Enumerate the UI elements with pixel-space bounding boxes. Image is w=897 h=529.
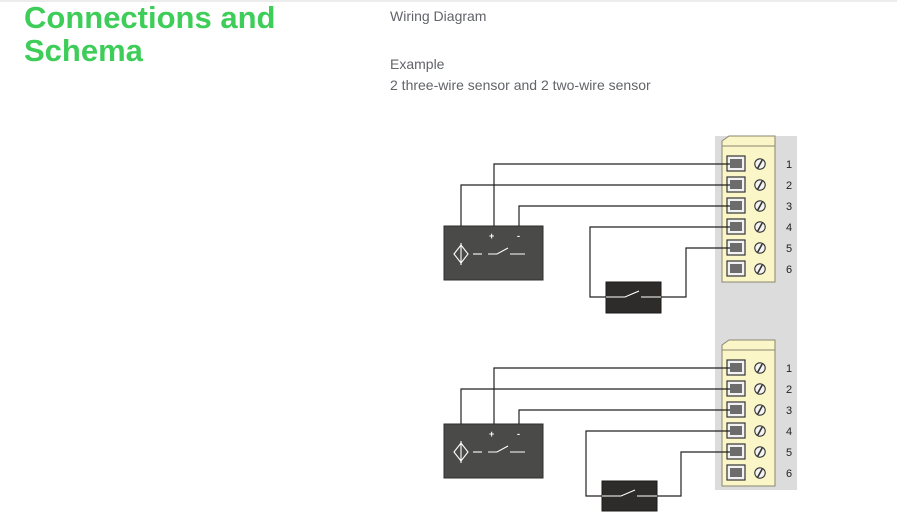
terminal-number: 6	[786, 468, 792, 480]
section-subtitle: Wiring Diagram	[390, 8, 487, 24]
example-label: Example	[390, 56, 445, 72]
negative-terminal-label: -	[517, 231, 520, 241]
terminal-number: 2	[786, 180, 792, 192]
switch-icon	[606, 290, 661, 298]
top-divider	[0, 0, 897, 2]
terminal-number: 2	[786, 384, 792, 396]
two-wire-sensor-upper	[605, 281, 662, 314]
negative-terminal-label: -	[517, 429, 520, 439]
terminal-number: 3	[786, 201, 792, 213]
three-wire-sensor-upper: + -	[443, 225, 544, 281]
page-title: Connections and Schema	[24, 0, 276, 68]
terminal-number: 6	[786, 264, 792, 276]
positive-terminal-label: +	[489, 429, 494, 439]
terminal-number: 4	[786, 426, 792, 438]
terminal-number: 1	[786, 159, 792, 171]
terminal-number: 1	[786, 363, 792, 375]
switch-icon	[602, 489, 657, 497]
terminal-number: 5	[786, 243, 792, 255]
terminal-number: 4	[786, 222, 792, 234]
example-description: 2 three-wire sensor and 2 two-wire senso…	[390, 77, 651, 93]
proximity-sensor-icon	[453, 441, 525, 463]
terminal-block-upper	[721, 135, 776, 283]
proximity-sensor-icon	[453, 243, 525, 265]
terminal-number: 3	[786, 405, 792, 417]
positive-terminal-label: +	[489, 231, 494, 241]
three-wire-sensor-lower: + -	[443, 423, 544, 479]
two-wire-sensor-lower	[601, 480, 658, 512]
terminal-number: 5	[786, 447, 792, 459]
terminal-block-lower	[721, 339, 776, 487]
